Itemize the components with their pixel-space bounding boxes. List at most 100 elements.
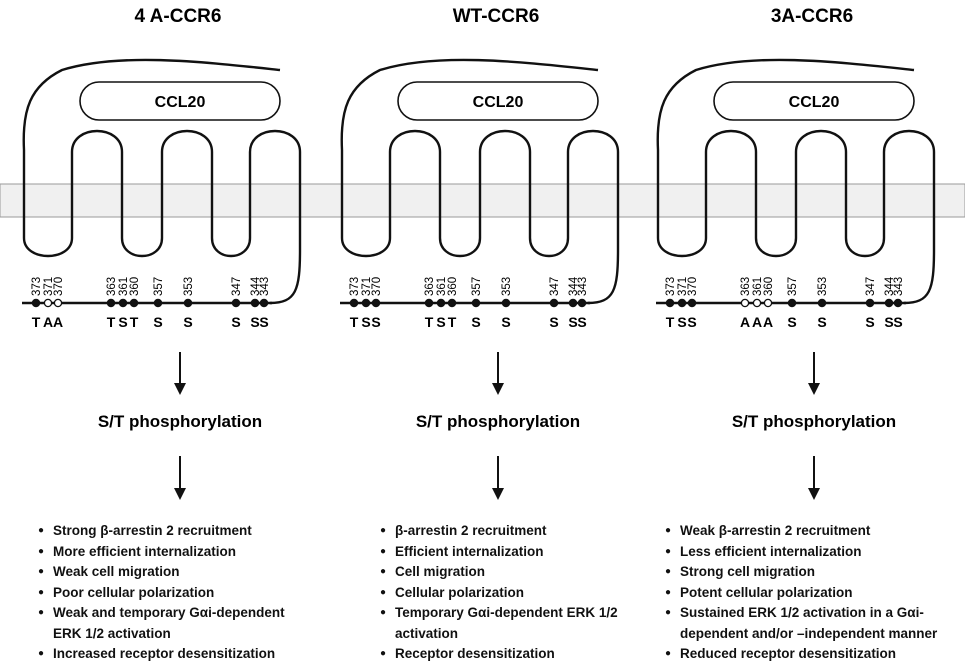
residue-number: 344 <box>884 276 896 296</box>
phosphorylation-site-marker <box>183 298 193 308</box>
residue-letter: T <box>130 314 139 330</box>
phosphorylation-site-marker <box>677 298 687 308</box>
residue-letter: A <box>752 314 762 330</box>
receptor-panel-1: 4 A-CCR6CCL20373T371A370A363T361S360T357… <box>22 6 302 500</box>
residue-number: 347 <box>865 277 877 296</box>
phosphorylation-label: S/T phosphorylation <box>98 412 262 431</box>
residue-letter: A <box>43 314 53 330</box>
outcome-item: Weak and temporary Gαi-dependent ERK 1/2… <box>38 603 308 644</box>
outcome-item: Strong cell migration <box>665 562 950 583</box>
arrow-head-2 <box>808 488 820 500</box>
phosphorylation-site-marker <box>424 298 434 308</box>
outcome-item: More efficient internalization <box>38 542 308 563</box>
panel-title: WT-CCR6 <box>453 6 540 27</box>
phosphorylation-site-marker <box>471 298 481 308</box>
residue-letter: S <box>687 314 696 330</box>
phosphorylation-site-marker <box>371 298 381 308</box>
residue-letter: S <box>865 314 874 330</box>
phosphorylation-label: S/T phosphorylation <box>732 412 896 431</box>
residue-letter: A <box>740 314 750 330</box>
unphosphorylatable-site-marker <box>740 298 750 308</box>
residue-letter: T <box>448 314 457 330</box>
residue-letter: S <box>153 314 162 330</box>
outcome-item: β-arrestin 2 recruitment <box>380 521 620 542</box>
residue-number: 363 <box>740 277 752 296</box>
ccl20-ligand <box>79 81 281 121</box>
residue-number: 347 <box>231 277 243 296</box>
residue-number: 370 <box>371 277 383 296</box>
residue-letter: S <box>436 314 445 330</box>
phosphorylation-site-marker <box>817 298 827 308</box>
residue-number: 371 <box>43 277 55 296</box>
residue-number: 344 <box>250 276 262 296</box>
phosphorylation-site-marker <box>884 298 894 308</box>
residue-number: 373 <box>349 277 361 296</box>
residue-number: 361 <box>118 277 130 296</box>
residue-number: 357 <box>153 277 165 296</box>
residue-number: 371 <box>361 277 373 296</box>
outcome-item: Sustained ERK 1/2 activation in a Gαi-de… <box>665 603 950 644</box>
phosphorylation-site-marker <box>577 298 587 308</box>
residue-number: 360 <box>447 277 459 296</box>
phosphorylation-site-marker <box>118 298 128 308</box>
arrow-head-2 <box>492 488 504 500</box>
residue-letter: S <box>471 314 480 330</box>
outcome-item: Weak β-arrestin 2 recruitment <box>665 521 950 542</box>
phosphorylation-site-marker <box>231 298 241 308</box>
phosphorylation-site-marker <box>865 298 875 308</box>
residue-number: 343 <box>893 277 905 296</box>
phosphorylation-site-marker <box>665 298 675 308</box>
phosphorylation-site-marker <box>447 298 457 308</box>
residue-letter: T <box>666 314 675 330</box>
residue-letter: S <box>118 314 127 330</box>
residue-number: 370 <box>687 277 699 296</box>
residue-letter: S <box>231 314 240 330</box>
residue-number: 373 <box>665 277 677 296</box>
receptor-backbone <box>656 58 936 305</box>
residue-letter: S <box>817 314 826 330</box>
ligand-label: CCL20 <box>473 94 524 111</box>
outcome-item: Poor cellular polarization <box>38 583 308 604</box>
residue-number: 363 <box>106 277 118 296</box>
phosphorylation-site-marker <box>349 298 359 308</box>
outcome-item: Reduced receptor desensitization <box>665 644 950 665</box>
phosphorylation-site-marker <box>106 298 116 308</box>
phosphorylation-label: S/T phosphorylation <box>416 412 580 431</box>
residue-number: 353 <box>817 277 829 296</box>
residue-letter: S <box>893 314 902 330</box>
residue-number: 344 <box>568 276 580 296</box>
panel-title: 3A-CCR6 <box>771 6 853 27</box>
outcome-list-2: β-arrestin 2 recruitmentEfficient intern… <box>380 521 620 665</box>
phosphorylation-site-marker <box>687 298 697 308</box>
residue-letter: S <box>361 314 370 330</box>
outcome-item: Efficient internalization <box>380 542 620 563</box>
outcome-item: Cell migration <box>380 562 620 583</box>
residue-letter: T <box>32 314 41 330</box>
phosphorylation-site-marker <box>549 298 559 308</box>
phosphorylation-site-marker <box>250 298 260 308</box>
residue-number: 360 <box>763 277 775 296</box>
residue-letter: S <box>577 314 586 330</box>
panel-title: 4 A-CCR6 <box>135 6 222 27</box>
phosphorylation-site-marker <box>153 298 163 308</box>
outcome-list-1: Strong β-arrestin 2 recruitmentMore effi… <box>38 521 308 665</box>
residue-number: 357 <box>787 277 799 296</box>
residue-number: 343 <box>577 277 589 296</box>
outcome-list-3: Weak β-arrestin 2 recruitmentLess effici… <box>665 521 950 665</box>
phosphorylation-site-marker <box>568 298 578 308</box>
outcome-item: Receptor desensitization <box>380 644 620 665</box>
outcome-item: Weak cell migration <box>38 562 308 583</box>
ccl20-ligand <box>713 81 915 121</box>
unphosphorylatable-site-marker <box>752 298 762 308</box>
arrow-head-1 <box>174 383 186 395</box>
residue-number: 353 <box>183 277 195 296</box>
residue-number: 361 <box>436 277 448 296</box>
residue-letter: S <box>501 314 510 330</box>
ligand-label: CCL20 <box>789 94 840 111</box>
phosphorylation-site-marker <box>361 298 371 308</box>
residue-number: 353 <box>501 277 513 296</box>
residue-letter: S <box>549 314 558 330</box>
outcome-item: Increased receptor desensitization <box>38 644 308 665</box>
phosphorylation-site-marker <box>31 298 41 308</box>
phosphorylation-site-marker <box>259 298 269 308</box>
